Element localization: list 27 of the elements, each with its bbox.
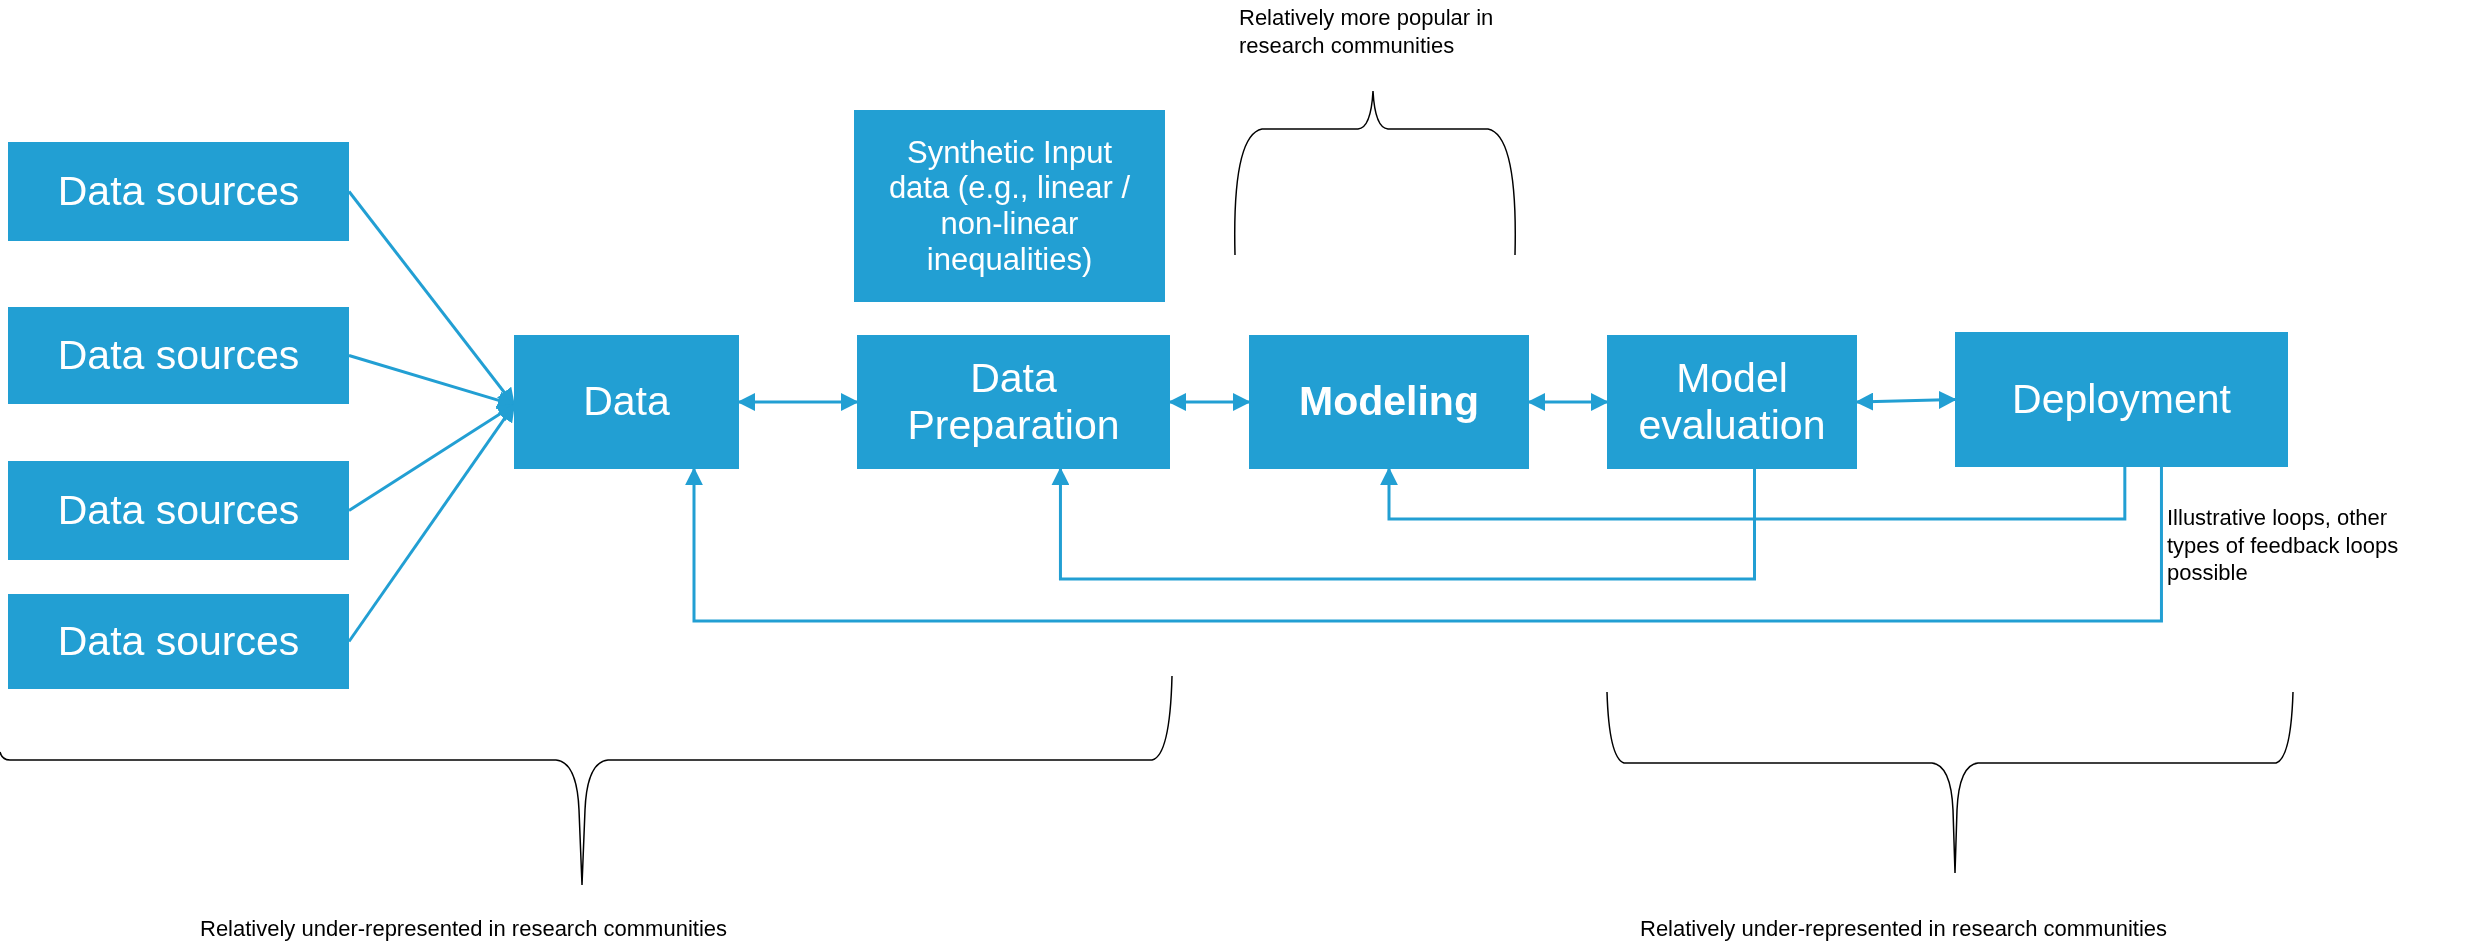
process-box [857, 335, 1170, 469]
box-label: Modeling [1299, 378, 1479, 426]
box-label: Data Preparation [906, 354, 1121, 450]
box-label: Model evaluation [1637, 354, 1827, 450]
process-box [8, 461, 349, 560]
arrow [1051, 467, 1756, 581]
process-box [854, 110, 1165, 302]
process-box [1607, 335, 1857, 469]
process-box [1955, 332, 2288, 467]
box-label: Data [583, 378, 670, 426]
process-box [8, 594, 349, 689]
arrow [685, 467, 2163, 623]
box-label: Data sources [57, 167, 300, 216]
annotation-text: Relatively more popular in research communities [1239, 4, 1495, 59]
box-label: Synthetic Input data (e.g., linear / non-linear inequalities) [887, 134, 1132, 278]
box-label: Deployment [2012, 375, 2231, 424]
annotation-text: Relatively under-represented in research communities [200, 915, 729, 943]
annotation-text: Relatively under-represented in research communities [1640, 915, 2169, 943]
arrow [1380, 467, 2127, 521]
process-box [8, 307, 349, 404]
box-label: Data sources [57, 486, 300, 535]
process-box [514, 335, 739, 469]
box-label: Data sources [57, 331, 300, 380]
annotation-text: Illustrative loops, other types of feedback loops possible [2167, 504, 2400, 587]
process-box [1249, 335, 1529, 469]
box-label: Data sources [57, 617, 300, 666]
process-box [8, 142, 349, 241]
